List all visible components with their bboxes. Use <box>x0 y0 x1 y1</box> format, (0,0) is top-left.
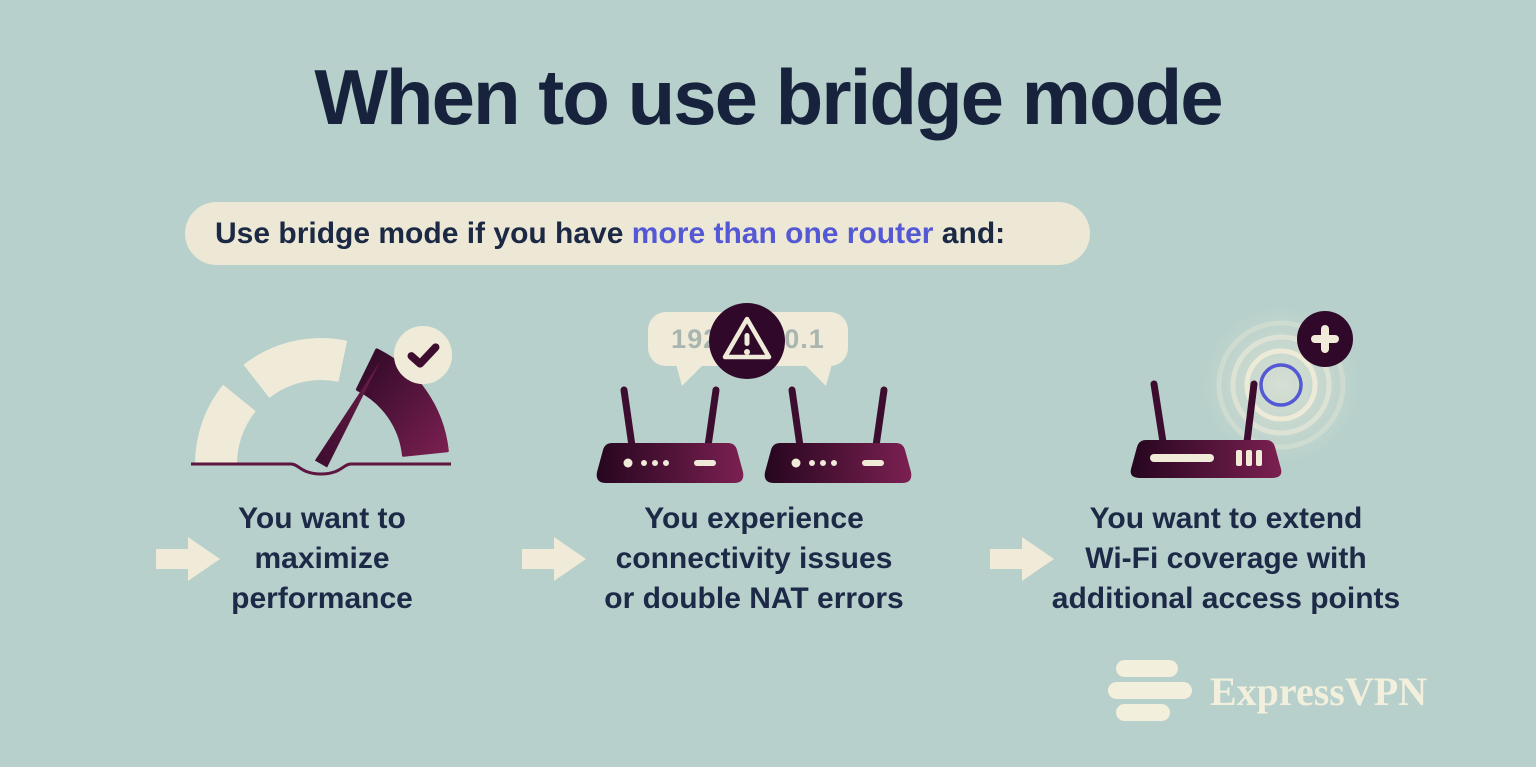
caption-line: Wi-Fi coverage with <box>1085 542 1367 575</box>
arrow-right-icon <box>522 537 586 581</box>
arrow-right-icon <box>156 537 220 581</box>
speedometer-icon <box>191 338 451 476</box>
caption-line: additional access points <box>1051 582 1401 615</box>
check-badge <box>392 324 454 386</box>
page-title: When to use bridge mode <box>314 53 1223 141</box>
caption-line: performance <box>231 582 413 615</box>
caption-line: You experience <box>644 502 864 535</box>
banner-text-suffix: and: <box>933 216 1006 250</box>
caption-line: maximize <box>254 542 390 575</box>
plus-icon <box>1311 325 1339 353</box>
banner-text-prefix: Use bridge mode if you have <box>215 216 632 250</box>
warning-badge <box>709 303 785 379</box>
plus-badge <box>1297 311 1353 367</box>
check-icon <box>393 325 453 385</box>
router-icon <box>596 386 950 495</box>
routers-conflict-illustration: 192.168.0.1 <box>560 300 950 495</box>
banner-highlight: more than one router <box>631 216 934 250</box>
expressvpn-wordmark: ExpressVPN <box>1210 668 1428 714</box>
speedometer-illustration <box>186 316 456 480</box>
brand-logo: ExpressVPN <box>1108 660 1427 722</box>
caption-maximize-performance: You want to maximize performance <box>172 499 472 619</box>
speech-bubble-tails <box>676 364 832 386</box>
caption-line: connectivity issues <box>615 542 893 575</box>
caption-extend-wifi: You want to extend Wi-Fi coverage with a… <box>1016 499 1436 619</box>
caption-line: or double NAT errors <box>604 582 904 615</box>
banner: Use bridge mode if you have more than on… <box>185 202 1090 265</box>
warning-icon <box>722 316 772 360</box>
wifi-router-icon <box>1130 305 1361 478</box>
arrow-right-icon <box>990 537 1054 581</box>
expressvpn-logo-icon <box>1108 660 1192 721</box>
caption-line: You want to extend <box>1089 502 1363 535</box>
wifi-extend-illustration <box>1020 296 1450 496</box>
caption-connectivity-issues: You experience connectivity issues or do… <box>558 499 950 619</box>
caption-line: You want to <box>238 502 406 535</box>
